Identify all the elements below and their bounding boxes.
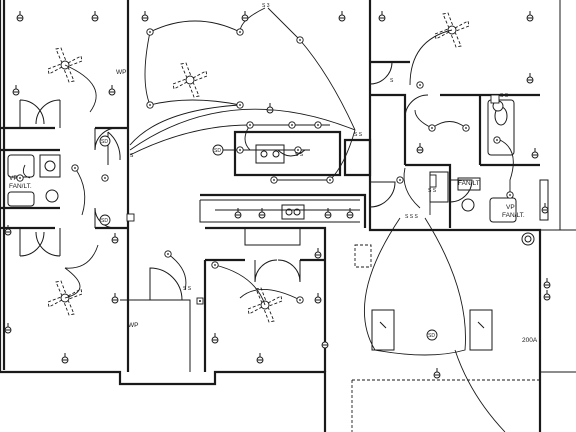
switch-label: S <box>130 153 134 159</box>
outlet-icon <box>314 247 322 259</box>
fan-light-label: FAN/LT. <box>9 183 32 190</box>
garage-door <box>351 379 540 432</box>
outlet-icon <box>111 232 119 244</box>
light-icon <box>493 136 501 144</box>
light-icon <box>296 296 304 304</box>
light-icon <box>506 191 514 199</box>
kitchen-fixtures <box>255 139 549 268</box>
outlet-icon <box>108 84 116 96</box>
outlet-icon <box>12 84 20 96</box>
outlet-icon <box>258 207 266 219</box>
light-icon <box>146 101 154 109</box>
outlet-icon <box>241 10 249 22</box>
light-icon <box>146 28 154 36</box>
outlet-icon <box>378 10 386 22</box>
outlet-icon <box>541 202 549 214</box>
outlet-icon <box>91 10 99 22</box>
interior-walls <box>0 0 576 373</box>
outlet-icon <box>526 10 534 22</box>
switch-label: S 3 <box>262 3 270 9</box>
light-icon <box>416 81 424 89</box>
outlet-icon <box>416 142 424 154</box>
switch-label: S S <box>183 286 192 292</box>
light-icon <box>246 121 254 129</box>
outlet-icon <box>324 207 332 219</box>
wp-label: WP <box>128 322 138 329</box>
switch-label: S S <box>428 188 437 194</box>
light-icon <box>71 164 79 172</box>
light-icon <box>236 146 244 154</box>
switch-label: S S <box>500 93 509 99</box>
light-icon <box>428 124 436 132</box>
smoke-detector-label: SD <box>428 333 435 339</box>
vp-label: VP <box>506 204 515 211</box>
outlet-icon <box>234 207 242 219</box>
outlet-icon <box>531 147 539 159</box>
outlet-icon <box>526 72 534 84</box>
outlet-icon <box>256 352 264 364</box>
outlet-icon <box>321 337 329 349</box>
annotation-labels: VP FAN/LT. VP FAN/LT. FAN/LT. WP WP 200A… <box>9 3 538 344</box>
light-icon <box>270 176 278 184</box>
fan-light-label: FAN/LT. <box>458 180 481 187</box>
light-icon <box>236 101 244 109</box>
outlet-icon <box>346 207 354 219</box>
ceiling-fan-icon <box>172 62 208 98</box>
light-icon <box>164 250 172 258</box>
wiring-runs <box>22 7 514 432</box>
outlet-icon <box>433 367 441 379</box>
outlet-icon <box>111 292 119 304</box>
smoke-detector-label: SD <box>214 148 221 154</box>
garage-units <box>371 309 493 351</box>
fan-light-label: FAN/LT. <box>502 212 525 219</box>
outlet-icon <box>16 10 24 22</box>
outlet-icon <box>141 10 149 22</box>
outlet-icon <box>4 224 12 236</box>
light-icon <box>288 121 296 129</box>
switch-label: S S <box>354 132 363 138</box>
bath-fixtures <box>7 99 517 223</box>
outlet-icon <box>4 322 12 334</box>
smoke-detector-label: SD <box>101 139 108 145</box>
door-swings <box>19 61 473 301</box>
outlet-icon <box>314 292 322 304</box>
light-icon <box>211 261 219 269</box>
switch-label: S S <box>295 152 304 158</box>
light-icon <box>101 174 109 182</box>
smoke-detectors: SD SD SD SD <box>99 100 504 341</box>
panel-label: 200A <box>522 337 538 344</box>
light-icon <box>326 176 334 184</box>
outlet-icon <box>266 102 274 114</box>
light-icon <box>236 28 244 36</box>
switch-label: S <box>390 78 394 84</box>
switch-label: S S S <box>405 214 418 220</box>
outlet-icon <box>61 352 69 364</box>
outlet-icon <box>211 332 219 344</box>
light-icon <box>16 174 24 182</box>
light-icon <box>314 121 322 129</box>
wp-label: WP <box>116 69 126 76</box>
vp-label: VP <box>9 175 18 182</box>
outlet-icon <box>338 10 346 22</box>
light-icon <box>396 176 404 184</box>
outlet-icon <box>543 277 551 289</box>
misc-symbols <box>126 94 500 305</box>
outlet-icon <box>543 289 551 301</box>
light-icon <box>462 124 470 132</box>
exterior-walls <box>0 0 542 432</box>
light-icon <box>296 36 304 44</box>
smoke-detector-label: SD <box>101 218 108 224</box>
